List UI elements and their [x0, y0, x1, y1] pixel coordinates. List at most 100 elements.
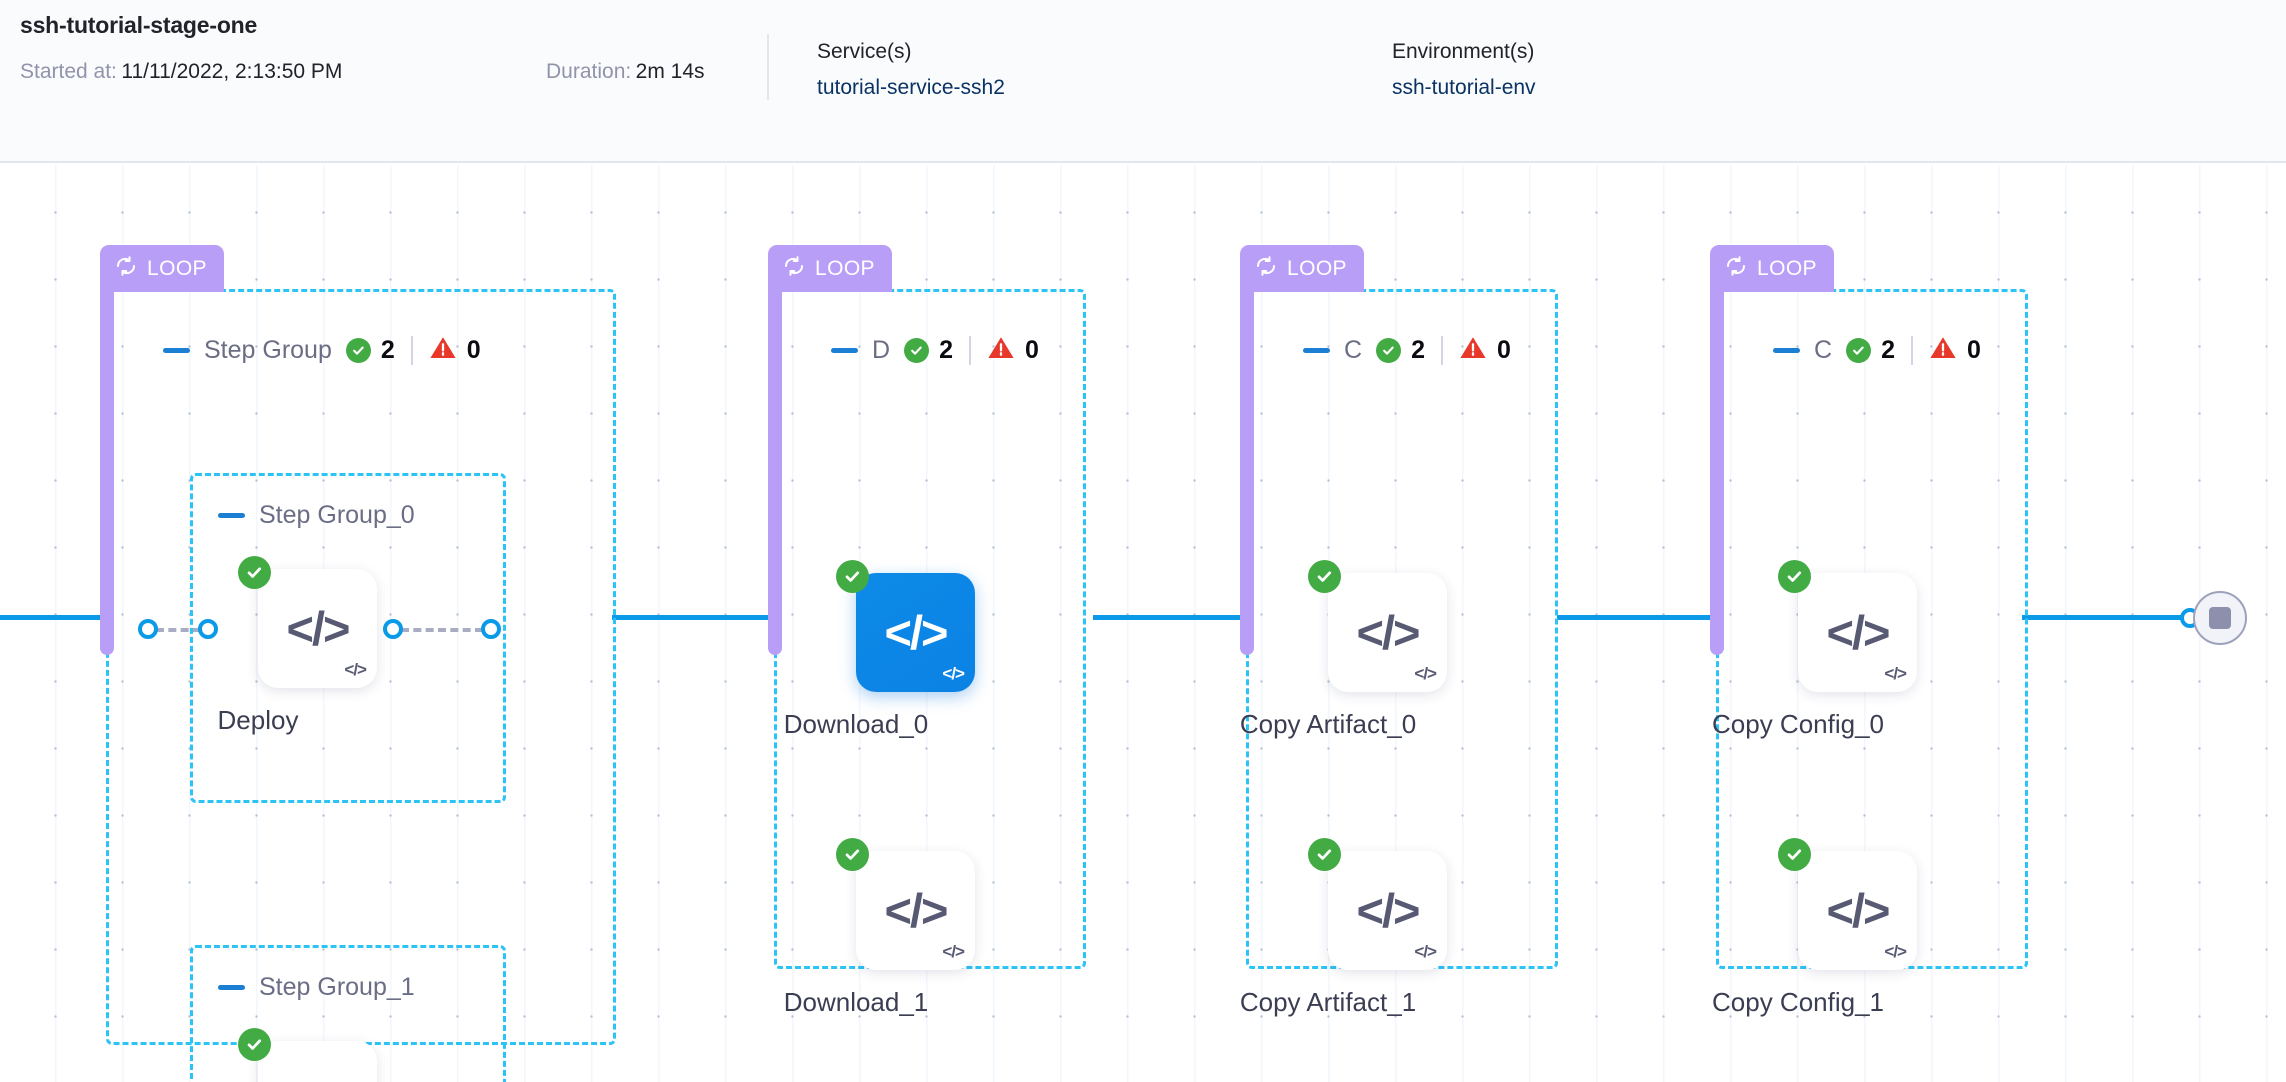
step-node-label: Deploy — [217, 705, 299, 735]
group-name-label: C — [1344, 335, 1363, 364]
loop-badge: LOOP — [1710, 245, 1834, 292]
services-label: Service(s) — [817, 40, 912, 63]
count-divider — [410, 335, 413, 365]
loop-group-download[interactable]: LOOP D 2 0 — [768, 245, 1088, 1045]
loop-badge: LOOP — [1240, 245, 1364, 292]
group-name-label: D — [872, 335, 891, 364]
check-circle-icon — [1778, 560, 1811, 593]
check-circle-icon — [904, 337, 930, 363]
group-name-label: Step Group — [204, 335, 332, 364]
services-value-link[interactable]: tutorial-service-ssh2 — [817, 76, 1005, 99]
check-circle-icon — [1308, 838, 1341, 871]
success-count: 2 — [1881, 335, 1895, 364]
minus-collapse-icon[interactable] — [1773, 347, 1800, 353]
loop-left-bar — [1710, 285, 1724, 655]
loop-group-copy-config[interactable]: LOOP C 2 0 — [1710, 245, 2030, 1045]
code-type-badge-icon: </> — [942, 942, 965, 961]
duration-value: 2m 14s — [635, 60, 705, 83]
connector-group1-to-group2 — [612, 615, 777, 620]
code-brackets-icon: </> — [1826, 884, 1891, 937]
environments-value-link[interactable]: ssh-tutorial-env — [1392, 76, 1536, 99]
minus-collapse-icon[interactable] — [1303, 347, 1330, 353]
subgroup-name-label: Step Group_0 — [259, 501, 415, 529]
warning-triangle-icon — [1459, 335, 1487, 365]
step-node-box[interactable]: </> </> — [856, 573, 975, 692]
loop-group-step-group[interactable]: LOOP Step Group 2 0 — [100, 245, 620, 1082]
success-count: 2 — [939, 335, 953, 364]
step-node-label: Download_1 — [783, 987, 929, 1017]
duration-label: Duration: — [546, 60, 632, 83]
success-count: 2 — [1411, 335, 1425, 364]
code-type-badge-icon: </> — [1414, 664, 1437, 683]
loop-icon — [114, 255, 138, 283]
port-left-outer[interactable] — [138, 619, 158, 639]
step-node-box[interactable]: </> </> — [1328, 573, 1447, 692]
loop-left-bar — [1240, 285, 1254, 655]
header-divider — [767, 34, 769, 100]
code-brackets-icon: </> — [286, 602, 351, 655]
group-header-copy-artifact[interactable]: C 2 0 — [1303, 335, 1511, 365]
port-left-inner[interactable] — [198, 619, 218, 639]
group-name-label: C — [1814, 335, 1833, 364]
warning-triangle-icon — [987, 335, 1015, 365]
environments-label: Environment(s) — [1392, 40, 1535, 63]
group-counts: 2 0 — [1846, 335, 1981, 365]
subgroup-step-group-0[interactable]: Step Group_0 </> </> Deploy — [138, 473, 506, 803]
execution-header: ssh-tutorial-stage-one Started at: 11/11… — [0, 0, 2286, 163]
loop-group-copy-artifact[interactable]: LOOP C 2 0 — [1240, 245, 1560, 1045]
code-type-badge-icon: </> — [344, 660, 367, 679]
port-right-outer[interactable] — [481, 619, 501, 639]
loop-left-bar — [768, 285, 782, 655]
step-node-box[interactable]: </> </> — [1798, 851, 1917, 970]
count-divider — [968, 335, 971, 365]
loop-badge-label: LOOP — [1757, 256, 1817, 280]
error-count: 0 — [1966, 335, 1981, 364]
connector-group2-to-group3 — [1093, 615, 1248, 620]
check-circle-icon — [1308, 560, 1341, 593]
connector-start-to-group1 — [0, 615, 108, 620]
dash-link-right — [401, 628, 483, 632]
minus-collapse-icon[interactable] — [218, 985, 245, 990]
step-node-label: Copy Artifact_0 — [1239, 709, 1417, 739]
services-column: Service(s) tutorial-service-ssh2 — [817, 40, 1005, 100]
subgroup-header-step-group-0[interactable]: Step Group_0 — [218, 501, 415, 530]
step-node-box[interactable]: </> </> — [258, 1041, 377, 1082]
connector-group4-to-end — [2022, 615, 2195, 620]
code-brackets-icon: </> — [1826, 606, 1891, 659]
subgroup-header-step-group-1[interactable]: Step Group_1 — [218, 973, 415, 1002]
step-node-box[interactable]: </> </> — [1328, 851, 1447, 970]
port-right-inner[interactable] — [383, 619, 403, 639]
step-node-box[interactable]: </> </> — [258, 569, 377, 688]
loop-icon — [1254, 255, 1278, 283]
pipeline-end-node[interactable] — [2193, 591, 2247, 645]
subgroup-name-label: Step Group_1 — [259, 973, 415, 1001]
code-type-badge-icon: </> — [1884, 942, 1907, 961]
code-brackets-icon: </> — [1356, 884, 1421, 937]
error-count: 0 — [466, 335, 481, 364]
minus-collapse-icon[interactable] — [218, 513, 245, 518]
loop-left-bar — [100, 285, 114, 655]
code-brackets-icon: </> — [287, 1073, 351, 1082]
loop-badge: LOOP — [100, 245, 224, 292]
group-counts: 2 0 — [345, 335, 481, 365]
count-divider — [1910, 335, 1913, 365]
step-node-box[interactable]: </> </> — [856, 851, 975, 970]
connector-group3-to-group4 — [1557, 615, 1712, 620]
subgroup-step-group-1[interactable]: Step Group_1 </> </> — [190, 945, 506, 1082]
error-count: 0 — [1024, 335, 1039, 364]
environments-column: Environment(s) ssh-tutorial-env — [1392, 40, 1536, 100]
step-node-label: Copy Config_0 — [1712, 709, 1884, 739]
loop-icon — [1724, 255, 1748, 283]
minus-collapse-icon[interactable] — [831, 347, 858, 353]
started-at-value: 11/11/2022, 2:13:50 PM — [121, 60, 343, 83]
loop-badge-label: LOOP — [1287, 256, 1347, 280]
check-circle-icon — [238, 1028, 271, 1061]
group-header-copy-config[interactable]: C 2 0 — [1773, 335, 1981, 365]
check-circle-icon — [1846, 337, 1872, 363]
success-count: 2 — [380, 335, 395, 364]
step-node-box[interactable]: </> </> — [1798, 573, 1917, 692]
minus-collapse-icon[interactable] — [163, 347, 190, 353]
group-header-step-group[interactable]: Step Group 2 0 — [163, 335, 481, 365]
group-header-download[interactable]: D 2 0 — [831, 335, 1039, 365]
pipeline-graph-canvas[interactable]: LOOP Step Group 2 0 — [0, 165, 2286, 1082]
